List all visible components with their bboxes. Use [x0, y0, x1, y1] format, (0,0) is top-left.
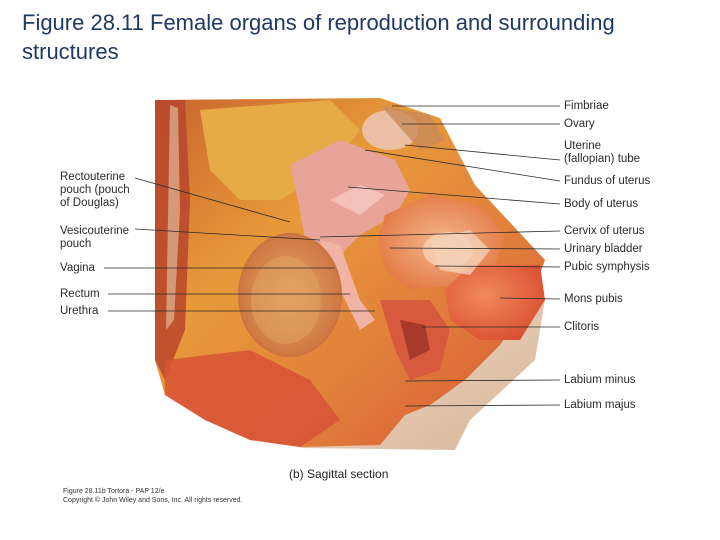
slide-title: Figure 28.11 Female organs of reproducti…: [22, 10, 615, 64]
label-vesicouterine-pouch: Vesicouterine pouch: [60, 225, 130, 250]
label-rectouterine-pouch: Rectouterine pouch (pouch of Douglas): [60, 171, 130, 209]
label-cervix-of-uterus: Cervix of uterus: [564, 225, 645, 237]
label-labium-majus: Labium majus: [564, 399, 636, 411]
label-rectum: Rectum: [60, 288, 100, 300]
label-body-of-uterus: Body of uterus: [564, 198, 639, 210]
lower-buttock: [165, 350, 340, 447]
label-ovary: Ovary: [564, 118, 595, 130]
label-urethra: Urethra: [60, 305, 99, 317]
label-mons-pubis: Mons pubis: [564, 293, 623, 305]
label-pubic-symphysis: Pubic symphysis: [564, 261, 650, 273]
label-fimbriae: Fimbriae: [564, 100, 609, 112]
label-fundus-of-uterus: Fundus of uterus: [564, 175, 651, 187]
figure-caption: (b) Sagittal section: [289, 467, 389, 481]
label-clitoris: Clitoris: [564, 321, 600, 333]
figure-credit: Figure 28.11b Tortora - PAP 12/e Copyrig…: [63, 487, 242, 505]
mons-shape: [445, 265, 545, 340]
label-labium-minus: Labium minus: [564, 374, 636, 386]
label-vagina: Vagina: [60, 262, 95, 274]
label-uterine-tube: Uterine (fallopian) tube: [564, 140, 641, 165]
label-urinary-bladder: Urinary bladder: [564, 243, 643, 255]
leader-lines: [104, 105, 561, 407]
credit-line-1: Figure 28.11b Tortora - PAP 12/e: [63, 488, 165, 495]
credit-line-2: Copyright © John Wiley and Sons, Inc. Al…: [63, 497, 243, 504]
